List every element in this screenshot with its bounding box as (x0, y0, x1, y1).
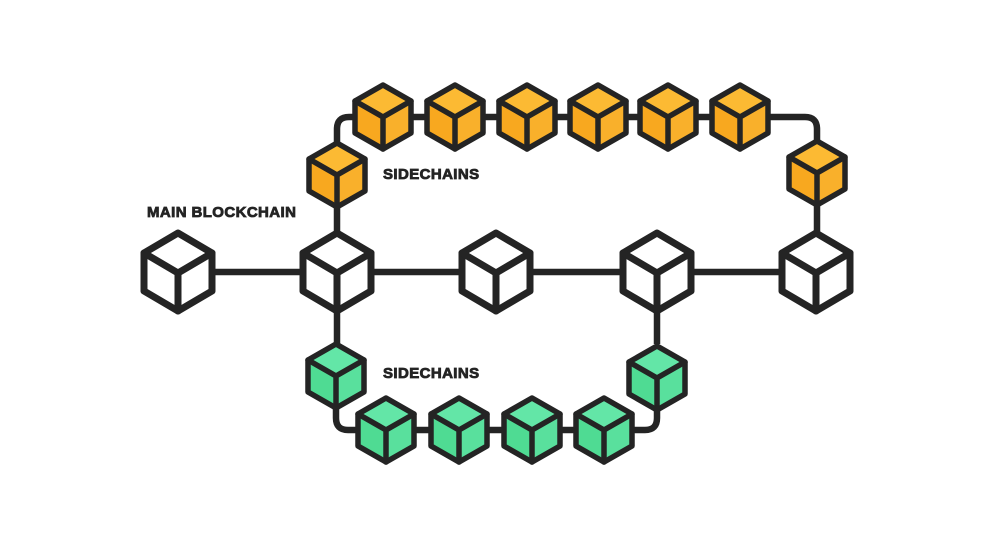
cube-top-sidechain (567, 82, 629, 152)
chain-top-sidechain (306, 82, 848, 210)
cube-main-blockchain (778, 229, 854, 315)
cube-bottom-sidechain (305, 341, 367, 411)
cube-top-sidechain (352, 82, 414, 152)
cube-bottom-sidechain (428, 395, 490, 465)
cube-main-blockchain (458, 229, 534, 315)
cube-main-blockchain (619, 229, 695, 315)
cube-main-blockchain (299, 229, 375, 315)
chain-bottom-sidechain (305, 341, 688, 465)
cube-main-blockchain (140, 229, 216, 315)
top-sidechain-label: SIDECHAINS (383, 166, 480, 184)
cube-bottom-sidechain (626, 343, 688, 413)
cube-top-sidechain (637, 82, 699, 152)
connector-line (768, 113, 821, 141)
connector-line (632, 408, 661, 434)
cube-top-sidechain (424, 82, 486, 152)
bottom-sidechain-label: SIDECHAINS (383, 365, 480, 383)
cube-bottom-sidechain (573, 395, 635, 465)
cube-top-sidechain (786, 138, 848, 208)
cube-bottom-sidechain (501, 395, 563, 465)
connector-line (332, 406, 358, 434)
cube-top-sidechain (709, 82, 771, 152)
main-blockchain-label: MAIN BLOCKCHAIN (147, 204, 297, 222)
cube-top-sidechain (306, 140, 368, 210)
chain-main-blockchain (140, 229, 854, 315)
connector-line (333, 113, 355, 145)
cube-bottom-sidechain (355, 395, 417, 465)
cube-top-sidechain (496, 82, 558, 152)
